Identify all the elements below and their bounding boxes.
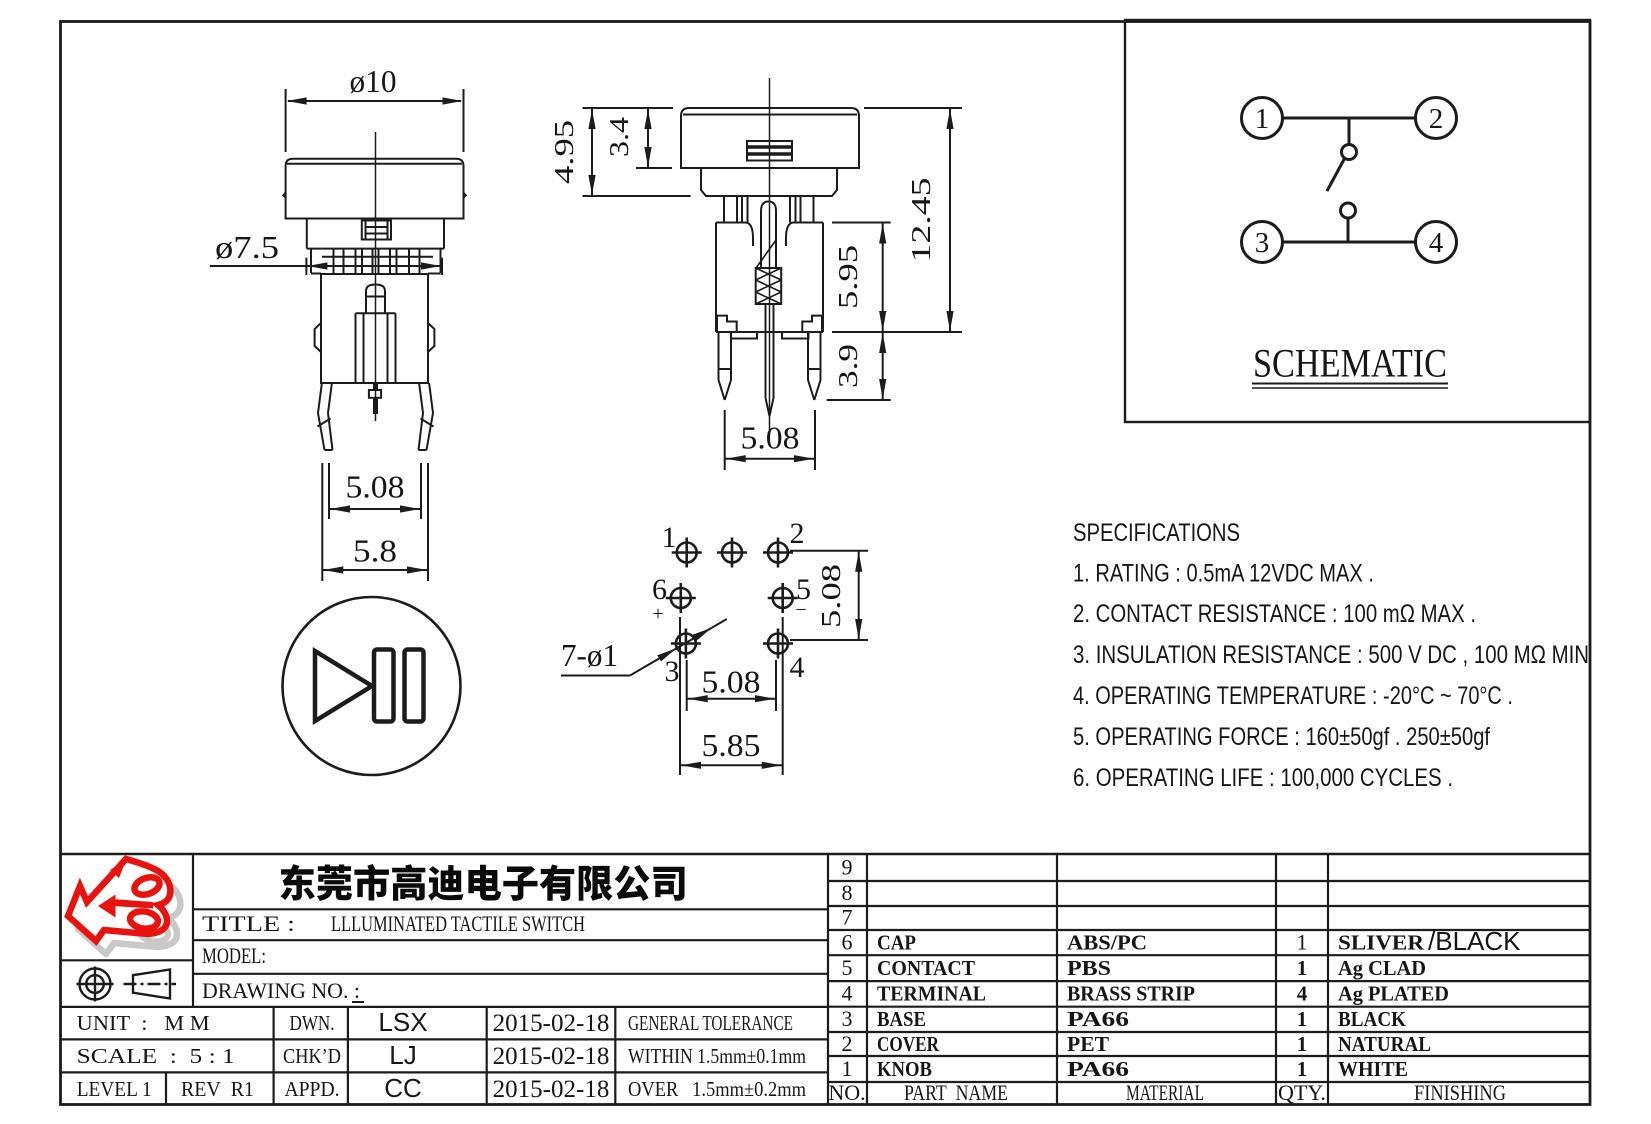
svg-text:MATERIAL: MATERIAL: [1126, 1080, 1204, 1105]
svg-text:4.95: 4.95: [549, 120, 579, 184]
svg-text:1. RATING : 0.5mA 12VDC MAX .: 1. RATING : 0.5mA 12VDC MAX .: [1073, 560, 1374, 588]
svg-text:5.08: 5.08: [741, 420, 800, 456]
svg-text:LLLUMINATED TACTILE SWITCH: LLLUMINATED TACTILE SWITCH: [331, 911, 585, 936]
svg-text:SCHEMATIC: SCHEMATIC: [1253, 341, 1447, 386]
svg-text:BRASS STRIP: BRASS STRIP: [1067, 982, 1195, 1006]
svg-text:4: 4: [790, 651, 805, 684]
svg-text:1: 1: [1297, 1032, 1308, 1056]
svg-text:7: 7: [842, 905, 853, 930]
svg-text:SPECIFICATIONS: SPECIFICATIONS: [1073, 519, 1240, 547]
svg-text:NO.: NO.: [828, 1080, 865, 1105]
svg-text:4. OPERATING TEMPERATURE : -20: 4. OPERATING TEMPERATURE : -20°C ~ 70°C …: [1073, 682, 1513, 710]
svg-text:1: 1: [1255, 103, 1270, 135]
svg-text:2: 2: [1429, 103, 1444, 135]
svg-text:8: 8: [842, 880, 853, 905]
svg-text:5.08: 5.08: [346, 469, 405, 505]
svg-text:−: −: [795, 599, 806, 621]
svg-text:TITLE :: TITLE :: [202, 911, 295, 936]
svg-text:PET: PET: [1067, 1032, 1109, 1056]
svg-text:BASE: BASE: [877, 1007, 926, 1031]
svg-text:APPD.: APPD.: [285, 1077, 340, 1101]
svg-text:PA66: PA66: [1067, 1057, 1129, 1081]
svg-text:DWN.: DWN.: [290, 1011, 335, 1035]
svg-text:5: 5: [842, 955, 853, 980]
svg-text:SCALE : 5 : 1: SCALE : 5 : 1: [77, 1044, 235, 1068]
svg-text:UNIT : M M: UNIT : M M: [77, 1011, 210, 1035]
svg-text:5.85: 5.85: [702, 727, 761, 763]
svg-text:OVER 1.5mm±0.2mm: OVER 1.5mm±0.2mm: [628, 1077, 806, 1101]
svg-text:4: 4: [842, 981, 853, 1006]
svg-text:6: 6: [652, 573, 667, 606]
svg-text:COVER: COVER: [877, 1032, 940, 1056]
svg-text:ø7.5: ø7.5: [215, 229, 279, 265]
svg-text:5.08: 5.08: [816, 564, 846, 628]
svg-text:3: 3: [665, 655, 680, 688]
svg-text:NATURAL: NATURAL: [1338, 1032, 1431, 1056]
svg-text:3.4: 3.4: [604, 116, 634, 157]
svg-text:2015-02-18: 2015-02-18: [493, 1043, 610, 1070]
svg-text:LSX: LSX: [378, 1007, 427, 1037]
svg-text:SLIVER: SLIVER: [1338, 931, 1425, 955]
svg-text:KNOB: KNOB: [877, 1057, 932, 1081]
svg-text:WHITE: WHITE: [1338, 1057, 1408, 1081]
svg-text:1: 1: [1297, 1007, 1308, 1031]
svg-text:ABS/PC: ABS/PC: [1067, 931, 1147, 955]
svg-text:2. CONTACT RESISTANCE : 100 mΩ: 2. CONTACT RESISTANCE : 100 mΩ MAX .: [1073, 600, 1476, 628]
svg-text:1: 1: [1297, 956, 1308, 980]
svg-text:/BLACK: /BLACK: [1428, 926, 1521, 956]
svg-text:TERMINAL: TERMINAL: [877, 982, 986, 1006]
svg-text:2015-02-18: 2015-02-18: [493, 1010, 610, 1037]
svg-text:WITHIN 1.5mm±0.1mm: WITHIN 1.5mm±0.1mm: [628, 1044, 806, 1068]
svg-text:CONTACT: CONTACT: [877, 956, 975, 980]
svg-text:CC: CC: [384, 1073, 422, 1103]
svg-text:PART NAME: PART NAME: [904, 1080, 1008, 1105]
svg-text:5.08: 5.08: [702, 664, 761, 700]
svg-text:4: 4: [1297, 982, 1308, 1006]
svg-text:6. OPERATING LIFE : 100,000 CY: 6. OPERATING LIFE : 100,000 CYCLES .: [1073, 764, 1453, 792]
svg-text:FINISHING: FINISHING: [1414, 1080, 1506, 1105]
svg-text:MODEL:: MODEL:: [202, 943, 266, 968]
svg-text:1: 1: [1297, 930, 1308, 955]
svg-text:ø10: ø10: [350, 63, 397, 99]
svg-text:GENERAL TOLERANCE: GENERAL TOLERANCE: [628, 1011, 793, 1035]
svg-text:5. OPERATING FORCE : 160±50gf: 5. OPERATING FORCE : 160±50gf . 250±50gf: [1073, 723, 1490, 751]
svg-text:Ag PLATED: Ag PLATED: [1338, 982, 1449, 1006]
svg-text:BLACK: BLACK: [1338, 1007, 1407, 1031]
svg-text:PBS: PBS: [1067, 956, 1111, 980]
svg-text:5.8: 5.8: [353, 533, 397, 569]
svg-text:1: 1: [1297, 1057, 1308, 1081]
svg-text:LEVEL 1: LEVEL 1: [77, 1077, 152, 1101]
svg-text:Ag CLAD: Ag CLAD: [1338, 956, 1426, 980]
svg-text:REV R1: REV R1: [181, 1077, 254, 1101]
svg-text:5: 5: [796, 573, 811, 606]
svg-text:1: 1: [842, 1056, 853, 1081]
svg-text:12.45: 12.45: [906, 178, 936, 263]
svg-text:6: 6: [842, 930, 853, 955]
svg-text:2015-02-18: 2015-02-18: [493, 1076, 610, 1103]
svg-text:3: 3: [1255, 227, 1270, 259]
svg-text:3.9: 3.9: [833, 344, 863, 388]
svg-text:2: 2: [842, 1031, 853, 1056]
svg-text:CHK’D: CHK’D: [283, 1044, 341, 1068]
svg-text:PA66: PA66: [1067, 1007, 1129, 1031]
svg-text:7-ø1: 7-ø1: [561, 637, 618, 673]
svg-text:3. INSULATION RESISTANCE : 500: 3. INSULATION RESISTANCE : 500 V DC , 10…: [1073, 641, 1589, 669]
svg-text:1: 1: [662, 521, 677, 554]
svg-text:4: 4: [1429, 227, 1444, 259]
svg-text:5.95: 5.95: [833, 245, 863, 309]
svg-text:QTY.: QTY.: [1278, 1080, 1326, 1105]
svg-text:DRAWING NO. :: DRAWING NO. :: [202, 978, 360, 1003]
svg-text:9: 9: [842, 855, 853, 880]
svg-text:3: 3: [842, 1006, 853, 1031]
svg-text:2: 2: [790, 517, 805, 550]
svg-text:+: +: [652, 603, 663, 625]
svg-text:LJ: LJ: [389, 1040, 416, 1070]
svg-text:CAP: CAP: [877, 931, 916, 955]
